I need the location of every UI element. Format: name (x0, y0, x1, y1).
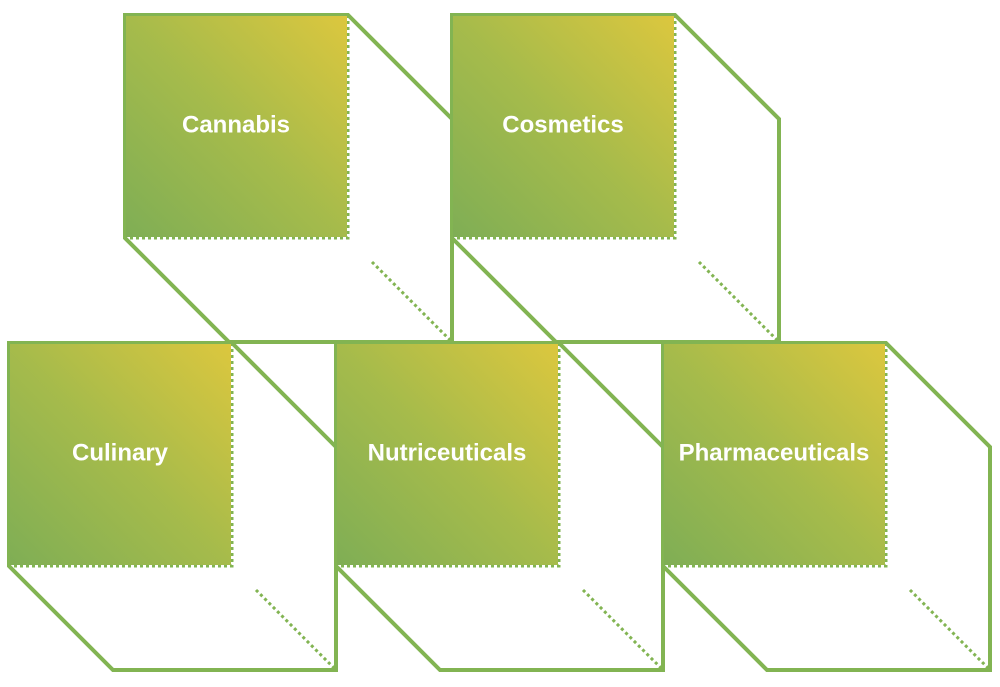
cube-front-face (10, 344, 231, 565)
cube-front-face (126, 16, 347, 237)
cube-hidden-diagonal (370, 260, 454, 344)
cube-hidden-edges (336, 343, 561, 568)
cube-front-face (453, 16, 674, 237)
cube-cannabis: Cannabis (123, 13, 454, 344)
cube-hidden-diagonal (697, 260, 781, 344)
cube-front-face (337, 344, 558, 565)
cube-hidden-edges (125, 15, 350, 240)
cube-label-cannabis: Cannabis (182, 112, 290, 139)
cube-hidden-diagonal (581, 588, 665, 672)
cube-hidden-edges (663, 343, 888, 568)
cube-hidden-diagonal (908, 588, 992, 672)
cube-hidden-edges (9, 343, 234, 568)
cube-label-cosmetics: Cosmetics (502, 112, 623, 139)
cube-cosmetics: Cosmetics (450, 13, 781, 344)
cube-front-face (664, 344, 885, 565)
cube-culinary: Culinary (7, 341, 338, 672)
cube-label-culinary: Culinary (72, 440, 169, 467)
cube-label-nutriceuticals: Nutriceuticals (368, 440, 527, 467)
cube-label-pharmaceuticals: Pharmaceuticals (679, 440, 870, 467)
cube-nutriceuticals: Nutriceuticals (334, 341, 665, 672)
cube-hidden-diagonal (254, 588, 338, 672)
cube-pharmaceuticals: Pharmaceuticals (661, 341, 992, 672)
cube-hidden-edges (452, 15, 677, 240)
